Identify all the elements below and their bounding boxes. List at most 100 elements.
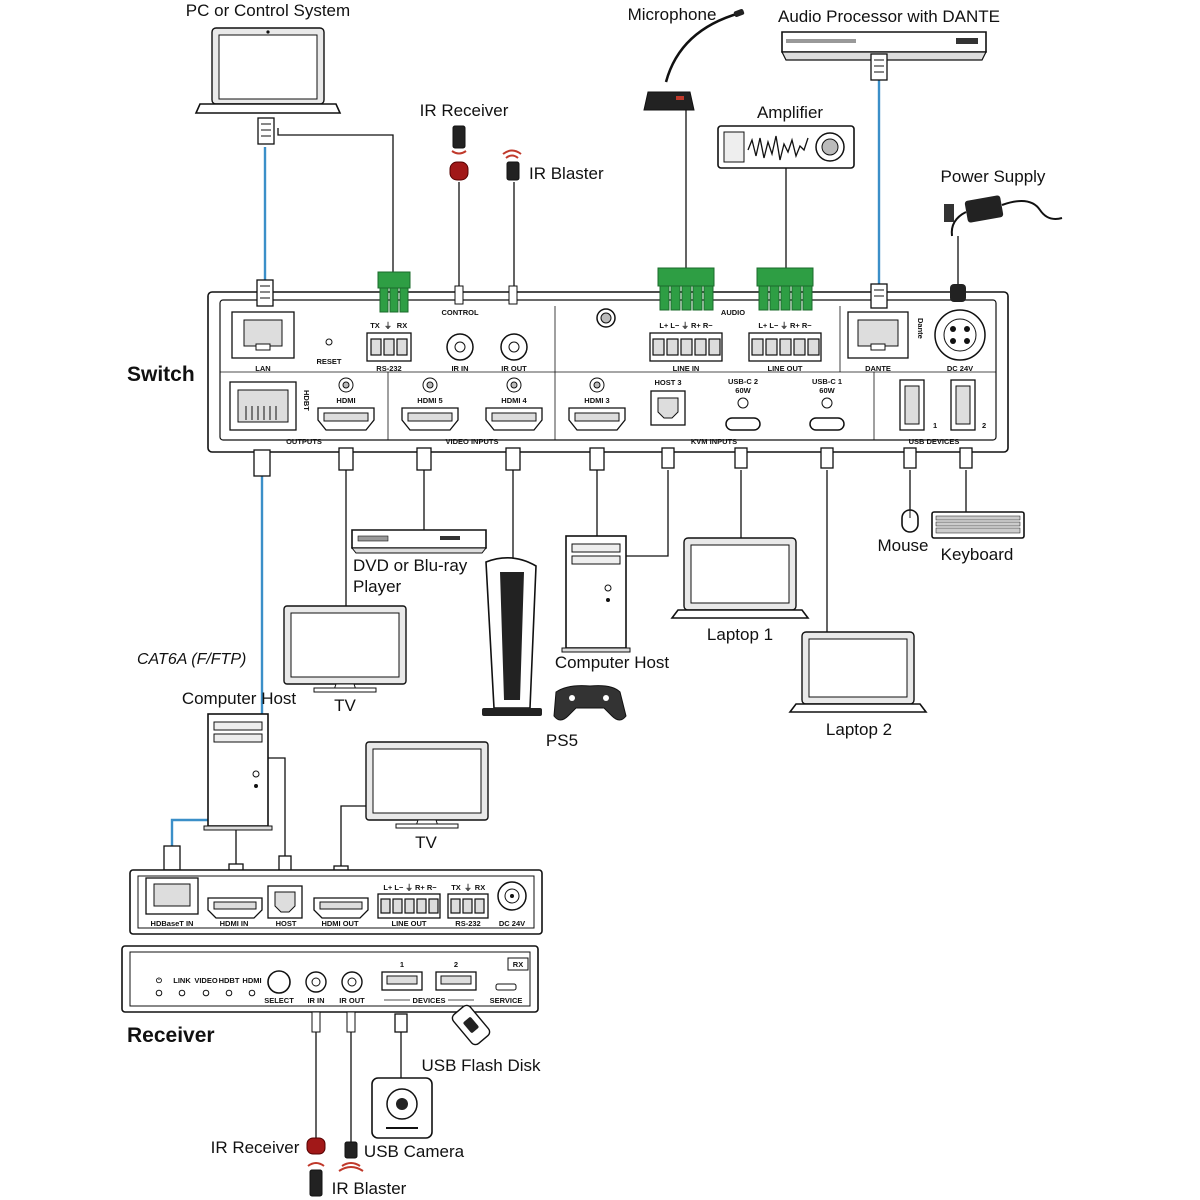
usb-device-port-1[interactable] bbox=[899, 379, 925, 431]
amplifier-label: Amplifier bbox=[757, 103, 823, 122]
hdmi5-label: HDMI 5 bbox=[417, 396, 442, 405]
receiver-dc-label: DC 24V bbox=[499, 919, 525, 928]
outputs-section-label: OUTPUTS bbox=[286, 437, 322, 446]
laptop2-label: Laptop 2 bbox=[826, 720, 892, 739]
receiver-tx-label: TX bbox=[451, 883, 461, 892]
rx-host-cable bbox=[262, 757, 286, 858]
usb-device-port-2[interactable] bbox=[950, 379, 976, 431]
receiver-hdmi-in-port[interactable] bbox=[207, 897, 263, 919]
green-terminal-block bbox=[657, 267, 715, 311]
receiver-hdmi-in-label: HDMI IN bbox=[220, 919, 249, 928]
power-supply-icon bbox=[944, 195, 1063, 237]
rx-badge-frame bbox=[507, 957, 529, 971]
led-video-label: VIDEO bbox=[194, 976, 218, 985]
receiver-ir-out-port[interactable] bbox=[341, 971, 363, 993]
hdmi3-port[interactable] bbox=[568, 377, 626, 431]
rx-hdmi-out-cable bbox=[340, 805, 368, 868]
host3-computer-cable bbox=[626, 470, 669, 557]
ir-out-port[interactable] bbox=[500, 333, 528, 361]
ir-receiver-top-label: IR Receiver bbox=[420, 101, 509, 120]
microphone-icon bbox=[643, 9, 745, 111]
receiver-hdbaset-in-port[interactable] bbox=[145, 877, 199, 915]
computer-host-bottom-label: Computer Host bbox=[182, 689, 297, 708]
ps5-console-icon bbox=[482, 557, 542, 716]
select-button[interactable] bbox=[267, 970, 291, 994]
computer-host-top-label: Computer Host bbox=[555, 653, 670, 672]
dvd-player-icon bbox=[350, 529, 488, 554]
receiver-line-out-pins-label: L+ L− ⏚ R+ R− bbox=[383, 883, 437, 892]
ir-in-port[interactable] bbox=[446, 333, 474, 361]
receiver-hdmi-out-port[interactable] bbox=[313, 897, 369, 919]
hdmi-out-port[interactable] bbox=[317, 377, 375, 431]
service-port[interactable] bbox=[495, 983, 517, 991]
hdbt-port[interactable] bbox=[229, 381, 297, 431]
hdmi5-port[interactable] bbox=[401, 377, 459, 431]
ground-icon: ⏚ bbox=[384, 321, 392, 330]
usbc2-watt-label: 60W bbox=[735, 386, 751, 395]
rs232-tx-label: TX bbox=[370, 321, 380, 330]
hdmi-label: HDMI bbox=[336, 396, 355, 405]
usb2-label: 2 bbox=[982, 421, 986, 430]
select-label: SELECT bbox=[264, 996, 294, 1005]
hdmi3-label: HDMI 3 bbox=[584, 396, 609, 405]
receiver-rs232-port[interactable] bbox=[447, 893, 489, 919]
receiver-usb-device-1[interactable] bbox=[381, 971, 423, 991]
power-icon: ⏻ bbox=[156, 976, 163, 985]
dvd-label-line2: Player bbox=[353, 577, 402, 596]
ir-out-label: IR OUT bbox=[501, 364, 527, 373]
service-label: SERVICE bbox=[490, 996, 523, 1005]
receiver-line-out-port[interactable] bbox=[377, 893, 441, 919]
receiver-ir-in-port[interactable] bbox=[305, 971, 327, 993]
power-supply-label: Power Supply bbox=[941, 167, 1046, 186]
mouse-label: Mouse bbox=[877, 536, 928, 555]
receiver-usb-device-2[interactable] bbox=[435, 971, 477, 991]
ps5-controller-icon bbox=[553, 685, 627, 721]
line-out-port[interactable] bbox=[748, 332, 822, 362]
status-leds bbox=[155, 989, 256, 997]
rj45-plug-icon bbox=[256, 279, 274, 307]
switch-label: Switch bbox=[127, 363, 195, 386]
usb-flash-label: USB Flash Disk bbox=[421, 1056, 541, 1075]
hdbt-label: HDBT bbox=[302, 390, 311, 411]
ir-in-label: IR IN bbox=[451, 364, 468, 373]
dvd-label-line1: DVD or Blu-ray bbox=[353, 556, 468, 575]
dante-label: DANTE bbox=[865, 364, 891, 373]
receiver-host-port[interactable] bbox=[267, 885, 303, 919]
receiver-line-out-label: LINE OUT bbox=[392, 919, 427, 928]
receiver-host-label: HOST bbox=[276, 919, 297, 928]
rs232-rx-label: RX bbox=[397, 321, 407, 330]
green-terminal-block bbox=[377, 271, 411, 313]
receiver-dc-port[interactable] bbox=[497, 881, 527, 911]
dc-power-port[interactable] bbox=[934, 309, 986, 361]
rs232-port[interactable] bbox=[366, 332, 412, 362]
led-hdbt-label: HDBT bbox=[219, 976, 240, 985]
usbc1-watt-label: 60W bbox=[819, 386, 835, 395]
usbc2-port[interactable] bbox=[725, 417, 761, 431]
keyboard-label: Keyboard bbox=[941, 545, 1014, 564]
hdmi4-port[interactable] bbox=[485, 377, 543, 431]
lan-port[interactable] bbox=[231, 311, 295, 359]
usbc1-label: USB-C 1 bbox=[812, 377, 842, 386]
receiver-hdmi-out-label: HDMI OUT bbox=[321, 919, 358, 928]
reset-button[interactable] bbox=[325, 338, 333, 346]
audio-processor-label: Audio Processor with DANTE bbox=[778, 7, 1000, 26]
dante-port[interactable] bbox=[847, 311, 909, 359]
host3-usb-b-port[interactable] bbox=[650, 390, 686, 426]
rs232-cable bbox=[277, 128, 394, 272]
line-in-port[interactable] bbox=[649, 332, 723, 362]
led-link-label: LINK bbox=[173, 976, 191, 985]
usbc1-port[interactable] bbox=[809, 417, 845, 431]
green-terminal-block bbox=[756, 267, 814, 311]
receiver-rx-label: RX bbox=[475, 883, 485, 892]
ir-blaster-bottom-label: IR Blaster bbox=[332, 1179, 407, 1198]
power-plug-icon bbox=[950, 284, 966, 302]
ir-jack-plug-icon bbox=[454, 285, 464, 305]
video-inputs-section-label: VIDEO INPUTS bbox=[446, 437, 499, 446]
computer-host-bottom-icon bbox=[203, 713, 273, 831]
audio-processor-icon bbox=[781, 31, 987, 61]
usb-devices-section-label: USB DEVICES bbox=[909, 437, 960, 446]
computer-host-top-icon bbox=[561, 535, 631, 653]
receiver-rx-badge: RX bbox=[513, 960, 523, 969]
receiver-label: Receiver bbox=[127, 1024, 215, 1047]
laptop2-icon bbox=[788, 631, 928, 713]
